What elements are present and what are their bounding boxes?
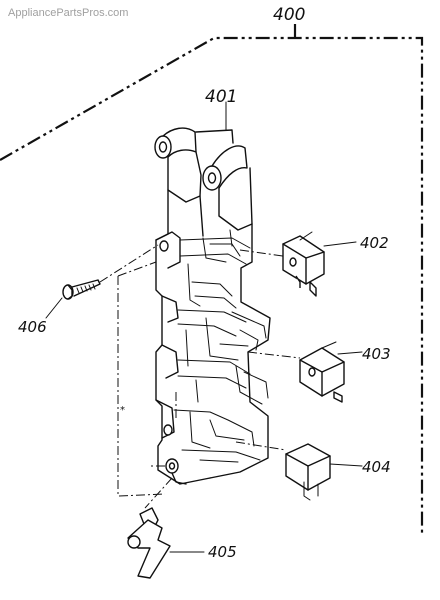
marker-star: * — [120, 405, 125, 416]
leader-dash-405 — [144, 477, 173, 509]
micro-switch-lower — [285, 443, 331, 501]
assembly-boundary — [0, 36, 424, 535]
micro-switch-middle — [299, 341, 345, 403]
alignment-line-left — [117, 276, 166, 497]
alignment-line-top — [117, 261, 157, 277]
label-402: 402 — [360, 234, 389, 252]
label-401: 401 — [205, 87, 237, 107]
leader-dash-402 — [239, 249, 284, 257]
latch-lever — [127, 507, 171, 579]
leader-403 — [337, 351, 363, 355]
label-405: 405 — [208, 543, 237, 561]
door-interlock-frame — [154, 127, 271, 485]
label-403: 403 — [362, 345, 391, 363]
watermark-text: AppliancePartsPros.com — [8, 7, 128, 19]
leader-dash-403 — [247, 351, 301, 359]
leader-dash-404 — [235, 441, 287, 451]
leader-402 — [323, 241, 357, 247]
label-400: 400 — [273, 5, 305, 25]
label-406: 406 — [18, 318, 47, 336]
mounting-screw — [62, 279, 101, 300]
micro-switch-upper — [282, 231, 325, 297]
label-404: 404 — [362, 458, 391, 476]
leader-404 — [329, 463, 363, 467]
leader-406 — [45, 297, 63, 319]
leader-dash-screw — [99, 244, 159, 283]
